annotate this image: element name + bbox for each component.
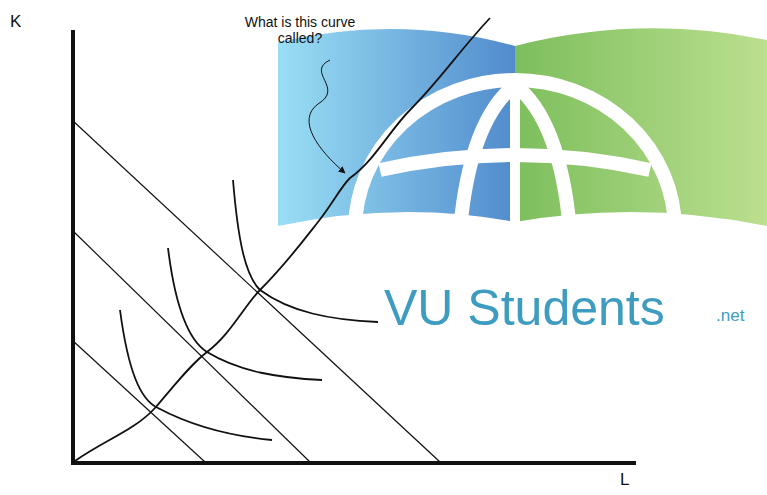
expansion-path	[75, 18, 490, 461]
logo-spine	[510, 82, 520, 230]
watermark: VU Students	[384, 280, 665, 338]
logo-globe	[355, 80, 675, 230]
axis-label: L	[620, 470, 629, 490]
isoquant-curve	[233, 180, 378, 322]
isoquant-curve	[120, 310, 272, 440]
leader-line	[309, 60, 345, 173]
axis-label: K	[10, 12, 21, 32]
isocost-line	[72, 340, 205, 462]
watermark-logo	[278, 28, 767, 230]
watermark: .net	[716, 306, 744, 326]
isoquant-curve	[168, 248, 322, 380]
axes	[73, 30, 636, 463]
isocost-line	[72, 230, 310, 462]
callout-text: What is this curve called?	[225, 14, 375, 46]
